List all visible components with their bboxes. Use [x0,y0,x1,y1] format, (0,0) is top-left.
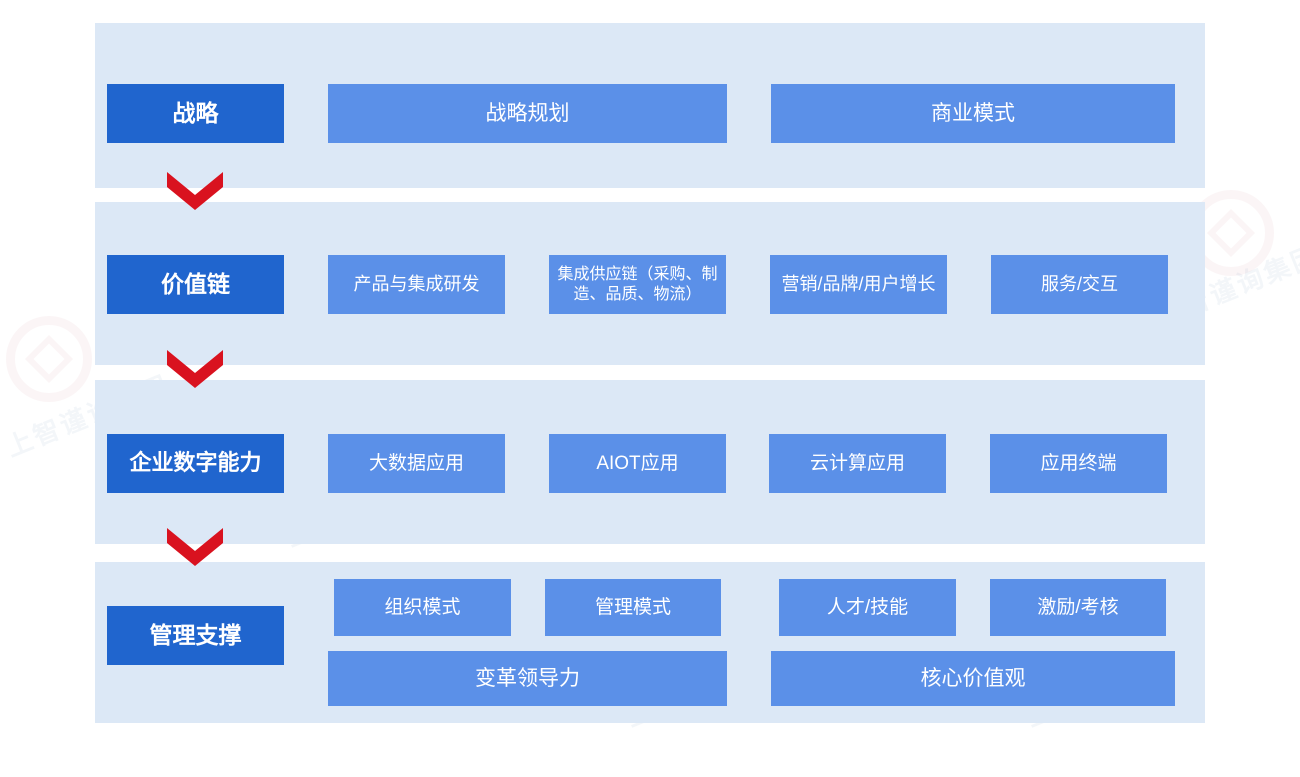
row-label-strategy[interactable]: 战略 [107,84,284,143]
management-support-item-change-leadership[interactable]: 变革领导力 [328,651,727,706]
digital-capability-item-application-terminal[interactable]: 应用终端 [990,434,1167,493]
management-support-item-management-model[interactable]: 管理模式 [545,579,721,636]
box-label: 激励/考核 [1037,596,1119,618]
chevron-down-icon [167,172,223,210]
digital-capability-item-big-data[interactable]: 大数据应用 [328,434,505,493]
management-support-item-talent-skills[interactable]: 人才/技能 [779,579,956,636]
management-support-item-organization-model[interactable]: 组织模式 [334,579,511,636]
row-label-text: 价值链 [161,271,230,298]
digital-capability-item-aiot[interactable]: AIOT应用 [549,434,726,493]
box-label: 集成供应链（采购、制造、品质、物流） [557,265,718,303]
value-chain-item-product-rnd[interactable]: 产品与集成研发 [328,255,505,314]
value-chain-item-supply-chain[interactable]: 集成供应链（采购、制造、品质、物流） [549,255,726,314]
row-label-management-support[interactable]: 管理支撑 [107,606,284,665]
box-label: 管理模式 [594,596,671,618]
box-label: 核心价值观 [920,666,1026,690]
box-label: 变革领导力 [475,666,580,690]
arrow-digital-capability-to-management-support [167,528,223,566]
row-label-digital-capability[interactable]: 企业数字能力 [107,434,284,493]
box-label: 营销/品牌/用户增长 [781,273,936,294]
box-label: 组织模式 [384,596,461,618]
strategy-item-strategic-planning[interactable]: 战略规划 [328,84,727,143]
management-support-item-incentive-assessment[interactable]: 激励/考核 [990,579,1166,636]
watermark-ring [6,316,92,402]
row-label-text: 管理支撑 [149,622,242,649]
box-label: 大数据应用 [368,452,464,474]
value-chain-item-marketing-brand-growth[interactable]: 营销/品牌/用户增长 [770,255,947,314]
digital-capability-item-cloud-computing[interactable]: 云计算应用 [769,434,946,493]
box-label: 云计算应用 [809,452,905,474]
value-chain-item-service-interaction[interactable]: 服务/交互 [991,255,1168,314]
box-label: 产品与集成研发 [353,273,480,294]
row-label-value-chain[interactable]: 价值链 [107,255,284,314]
arrow-strategy-to-value-chain [167,172,223,210]
row-label-text: 企业数字能力 [129,450,262,476]
chevron-down-icon [167,350,223,388]
box-label: 商业模式 [931,101,1015,125]
box-label: AIOT应用 [596,452,679,474]
box-label: 人才/技能 [826,596,909,618]
chevron-down-icon [167,528,223,566]
box-label: 服务/交互 [1040,273,1118,294]
arrow-value-chain-to-digital-capability [167,350,223,388]
box-label: 应用终端 [1040,452,1117,474]
strategy-item-business-model[interactable]: 商业模式 [771,84,1175,143]
management-support-item-core-values[interactable]: 核心价值观 [771,651,1175,706]
row-label-text: 战略 [172,100,219,127]
box-label: 战略规划 [485,101,570,125]
